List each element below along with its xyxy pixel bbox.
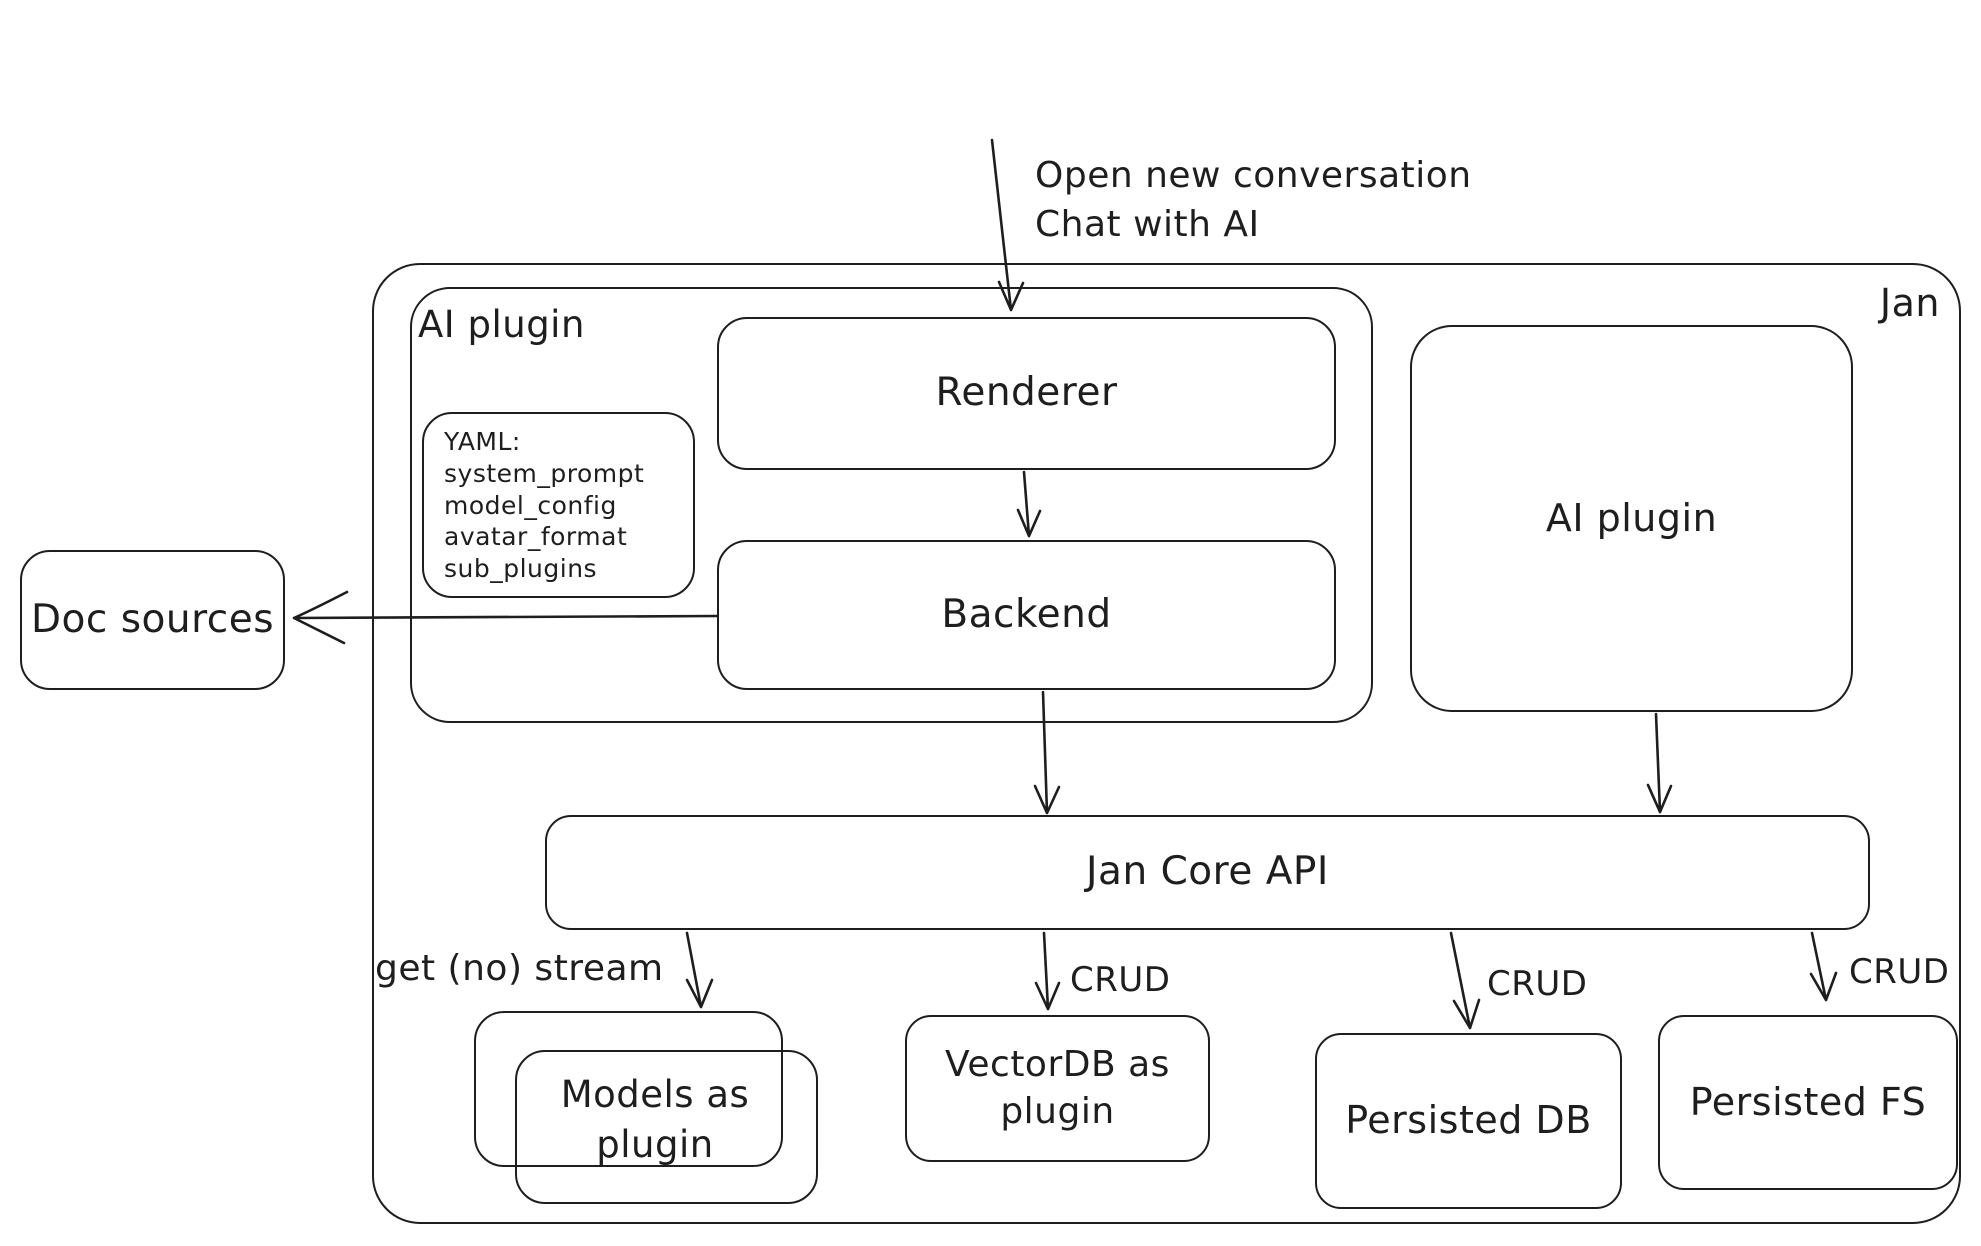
models-as-plugin-label: Models as plugin (560, 1073, 750, 1166)
ai-plugin-right-node: AI plugin (1410, 325, 1853, 712)
jan-core-api-label: Jan Core API (1086, 849, 1329, 895)
doc-sources-label: Doc sources (30, 596, 275, 642)
doc-sources-node: Doc sources (20, 550, 285, 690)
persisted-db-label: Persisted DB (1345, 1098, 1592, 1143)
edge-label-get-no-stream: get (no) stream (375, 948, 664, 989)
yaml-note: YAML: system_prompt model_config avatar_… (422, 412, 695, 598)
jan-core-api-node: Jan Core API (545, 815, 1870, 930)
renderer-label: Renderer (935, 370, 1118, 416)
vectordb-label: VectorDB as plugin (945, 1043, 1170, 1132)
persisted-db-node: Persisted DB (1315, 1033, 1622, 1209)
vectordb-node: VectorDB as plugin (905, 1015, 1210, 1162)
edge-label-crud-persisted-fs: CRUD (1849, 952, 1950, 992)
ai-plugin-left-container (410, 287, 1373, 723)
yaml-note-text: YAML: system_prompt model_config avatar_… (444, 427, 645, 583)
persisted-fs-node: Persisted FS (1658, 1015, 1958, 1190)
edge-label-user-renderer: Open new conversation Chat with AI (1035, 155, 1472, 245)
models-as-plugin-front-box (515, 1050, 818, 1204)
ai-plugin-left-label: AI plugin (418, 303, 585, 346)
edge-label-crud-vectordb: CRUD (1070, 960, 1171, 1000)
jan-container (372, 263, 1961, 1224)
ai-plugin-right-label: AI plugin (1545, 495, 1718, 540)
backend-node: Backend (717, 540, 1336, 690)
edge-label-crud-persisted-db: CRUD (1487, 964, 1588, 1004)
backend-label: Backend (941, 591, 1112, 637)
models-as-plugin-back-box (474, 1011, 783, 1167)
jan-label: Jan (1879, 281, 1940, 325)
persisted-fs-label: Persisted FS (1689, 1079, 1927, 1124)
renderer-node: Renderer (717, 317, 1336, 470)
